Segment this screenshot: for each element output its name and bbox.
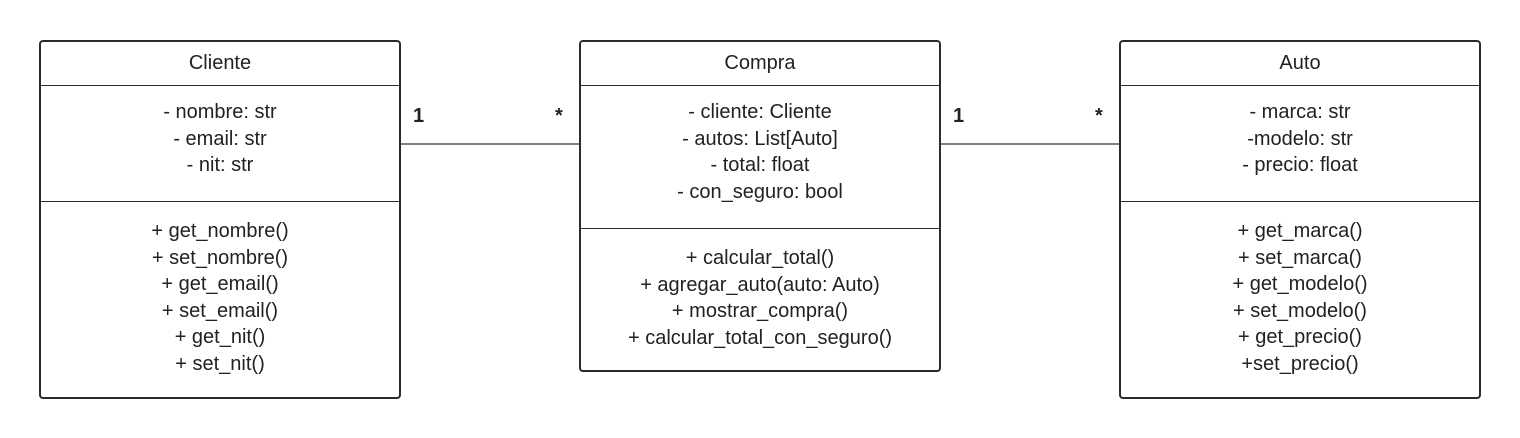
multiplicity-cliente-side: 1 xyxy=(413,105,425,127)
class-name: Cliente xyxy=(41,42,399,86)
methods-section: + get_nombre() + set_nombre() + get_emai… xyxy=(41,201,399,377)
method: + calcular_total_con_seguro() xyxy=(627,326,893,349)
method: + get_modelo() xyxy=(1232,273,1368,295)
attribute: - nombre: str xyxy=(163,101,277,123)
class-name: Compra xyxy=(581,42,939,86)
attributes-section: - cliente: Cliente - autos: List[Auto] -… xyxy=(581,86,939,228)
method: + get_email() xyxy=(161,273,279,295)
class-name: Auto xyxy=(1121,42,1479,86)
method: + set_marca() xyxy=(1238,246,1362,269)
class-cliente: Cliente - nombre: str - email: str - nit… xyxy=(39,40,401,399)
class-compra: Compra - cliente: Cliente - autos: List[… xyxy=(579,40,941,372)
multiplicity-compra-side: * xyxy=(555,105,563,127)
attribute: - nit: str xyxy=(186,154,254,176)
methods-section: + calcular_total() + agregar_auto(auto: … xyxy=(581,228,939,351)
method: + calcular_total() xyxy=(685,247,835,269)
method: + set_nombre() xyxy=(151,246,289,269)
attribute: - total: float xyxy=(710,154,810,176)
attribute: - precio: float xyxy=(1242,154,1358,176)
attribute: - autos: List[Auto] xyxy=(682,127,838,150)
method: + get_marca() xyxy=(1237,220,1363,242)
method: + set_modelo() xyxy=(1233,299,1367,322)
multiplicity-auto-side: * xyxy=(1095,105,1103,127)
multiplicity-compra-side-auto-link: 1 xyxy=(953,105,965,127)
methods-section: + get_marca() + set_marca() + get_modelo… xyxy=(1121,201,1479,377)
attribute: - marca: str xyxy=(1249,101,1351,123)
attributes-section: - marca: str -modelo: str - precio: floa… xyxy=(1121,86,1479,201)
method: + get_nombre() xyxy=(151,220,289,242)
method: + set_nit() xyxy=(175,352,265,375)
attribute: - cliente: Cliente xyxy=(688,101,832,123)
method: + agregar_auto(auto: Auto) xyxy=(640,273,880,296)
attribute: - email: str xyxy=(173,127,267,150)
method: + mostrar_compra() xyxy=(671,300,849,322)
method: + get_nit() xyxy=(174,326,266,348)
attribute: - con_seguro: bool xyxy=(677,180,843,203)
class-auto: Auto - marca: str -modelo: str - precio:… xyxy=(1119,40,1481,399)
attribute: -modelo: str xyxy=(1247,127,1353,150)
attributes-section: - nombre: str - email: str - nit: str xyxy=(41,86,399,201)
method: + get_precio() xyxy=(1238,326,1362,348)
method: +set_precio() xyxy=(1241,352,1359,375)
method: + set_email() xyxy=(161,299,279,322)
